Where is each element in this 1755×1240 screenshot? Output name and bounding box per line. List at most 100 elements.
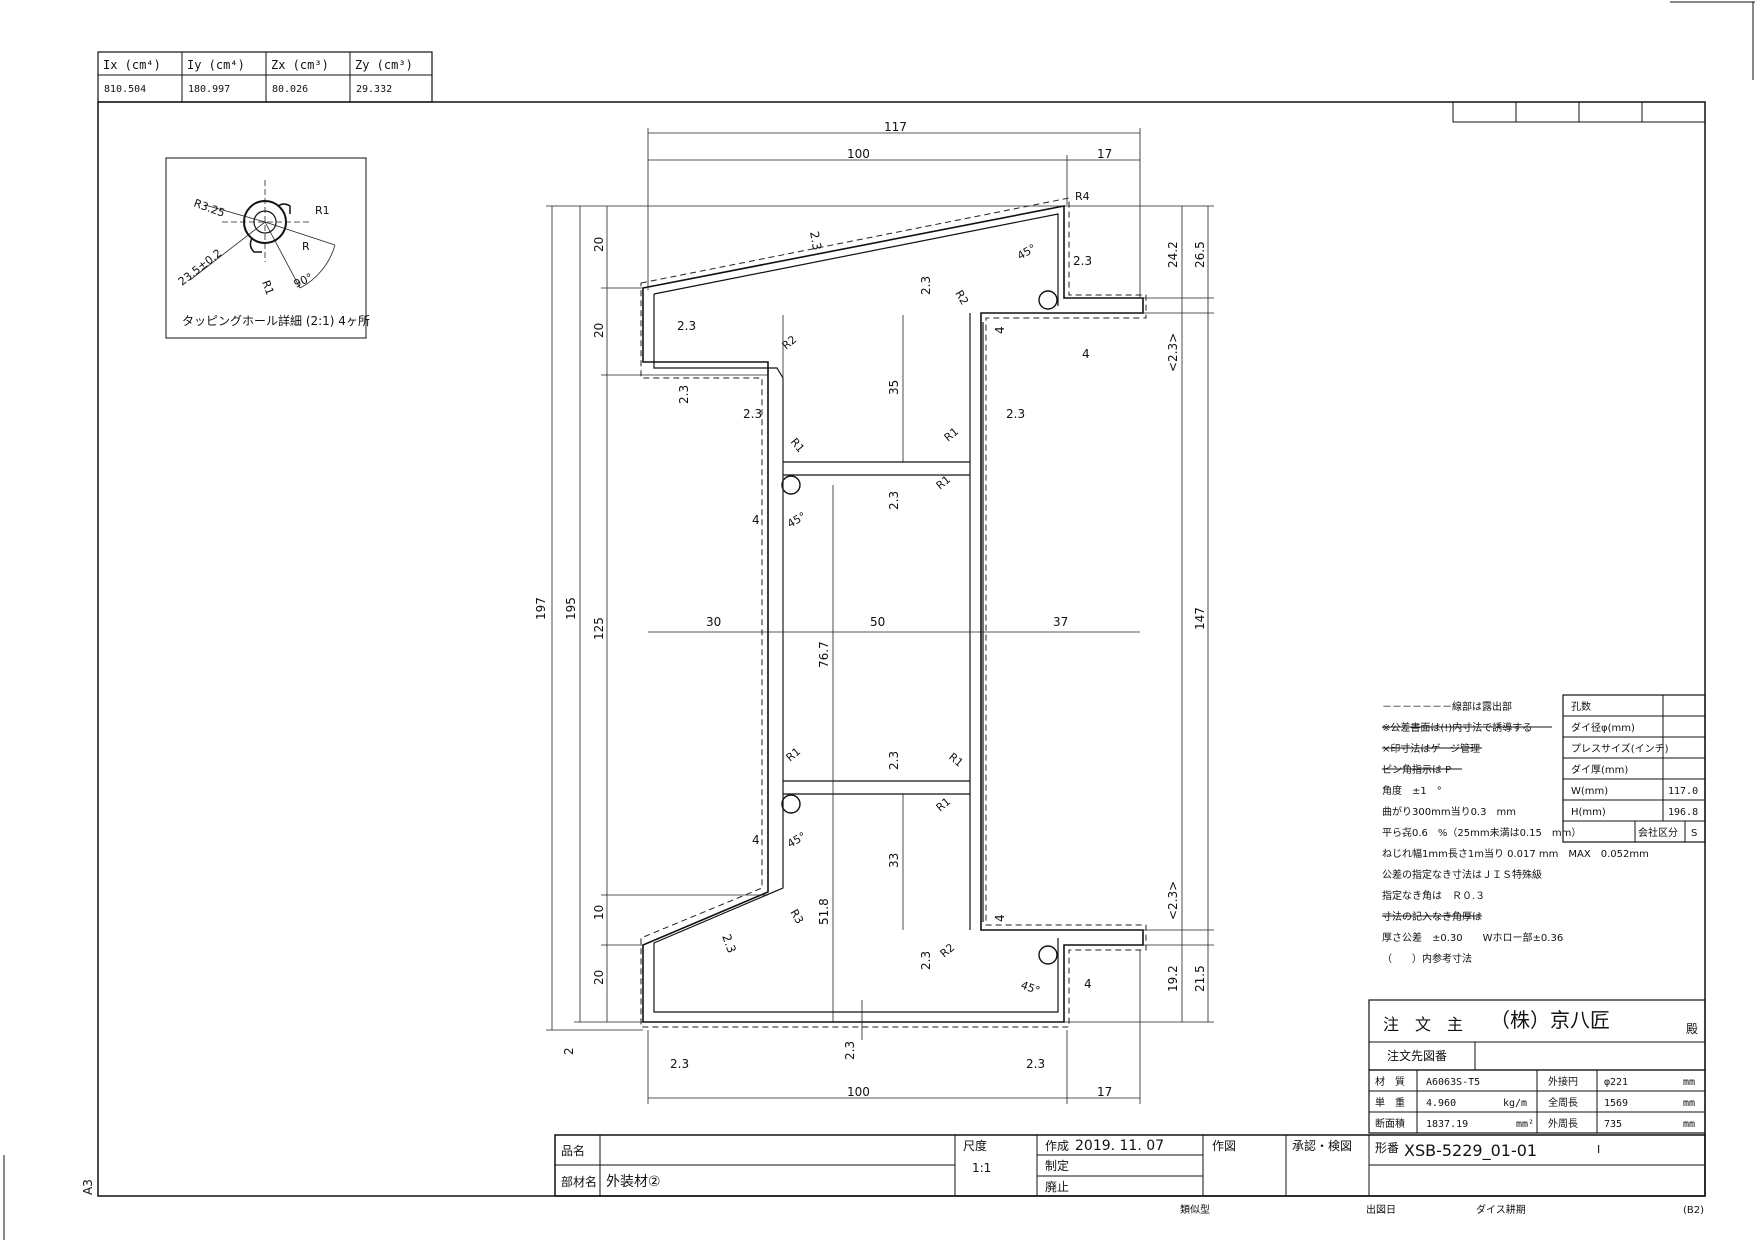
footer-die: ダイス耕期 <box>1476 1203 1526 1216</box>
dim-4: 4 <box>1082 347 1090 361</box>
thk-2-3: 2.3 <box>677 319 696 333</box>
notes-block: －－－－－－－線部は露出部※公差書面は(!)内寸法で誘導する×印寸法はゲージ管理… <box>1382 700 1649 965</box>
model-number: XSB-5229_01-01 <box>1404 1141 1537 1161</box>
screw-boss <box>1038 945 1058 965</box>
prop-value-ix: 810.504 <box>104 84 146 95</box>
area-value: 1837.19 <box>1426 1119 1468 1130</box>
dim-10: 10 <box>592 905 606 920</box>
dim-4: 4 <box>993 914 1007 922</box>
spec-w-label: W(mm) <box>1571 786 1608 797</box>
radius-r2: R2 <box>938 941 958 960</box>
angle-45: 45° <box>1015 242 1038 263</box>
detail-angle: 90° <box>292 271 315 291</box>
thk-2-3: 2.3 <box>677 385 691 404</box>
dim-4: 4 <box>993 326 1007 334</box>
dim-117: 117 <box>884 120 907 134</box>
radius-r1: R1 <box>784 745 804 764</box>
upper-rib <box>783 461 970 476</box>
dim-17-bot: 17 <box>1097 1085 1112 1099</box>
perimeter-label: 全周長 <box>1548 1096 1578 1109</box>
scale-value: 1:1 <box>972 1161 991 1175</box>
detail-caption: タッピングホール詳細 (2:1) 4ヶ所 <box>182 313 370 328</box>
thk-2-3: 2.3 <box>919 951 933 970</box>
radius-r1: R1 <box>788 436 807 456</box>
prop-header-iy: Iy (cm⁴) <box>187 58 245 72</box>
radius-r1: R1 <box>942 425 962 444</box>
item-name-label: 品名 <box>561 1143 585 1158</box>
dim-24-2: 24.2 <box>1166 241 1180 268</box>
spec-press-label: プレスサイズ(インチ) <box>1571 742 1669 755</box>
footer-date: 出図日 <box>1366 1203 1396 1216</box>
thk-2-3: 2.3 <box>1006 407 1025 421</box>
radius-r1: R1 <box>934 795 954 814</box>
material-label: 材 質 <box>1375 1075 1405 1088</box>
revision-boxes <box>1452 101 1706 123</box>
note-line: （ ）内参考寸法 <box>1382 952 1472 965</box>
detail-r1-top: R1 <box>315 204 330 217</box>
dim-33: 33 <box>887 853 901 868</box>
thk-2-3: 2.3 <box>1073 254 1092 268</box>
thk-2-3: 2.3 <box>743 407 762 421</box>
angle-45: 45° <box>785 510 808 531</box>
spec-company-label: 会社区分 <box>1638 826 1678 839</box>
prop-value-zy: 29.332 <box>356 84 392 95</box>
part-name-label: 部材名 <box>561 1174 597 1189</box>
thk-2-3: 2.3 <box>887 751 901 770</box>
dim-147: 147 <box>1193 607 1207 630</box>
prop-header-ix: Ix (cm⁴) <box>103 58 161 72</box>
sheet-size: A3 <box>81 1179 95 1195</box>
abolish-label: 廃止 <box>1045 1179 1069 1194</box>
dim-100-bot: 100 <box>847 1085 870 1099</box>
prop-header-zx: Zx (cm³) <box>271 58 329 72</box>
section-properties-table: Ix (cm⁴) Iy (cm⁴) Zx (cm³) Zy (cm³) 810.… <box>97 51 433 103</box>
outer-perimeter-label: 外周長 <box>1548 1118 1578 1130</box>
dim-26-5: 26.5 <box>1193 241 1207 268</box>
weight-label: 単 重 <box>1375 1096 1405 1109</box>
spec-company-value: S <box>1691 828 1697 839</box>
screw-boss <box>1038 290 1058 310</box>
dim-19-2: 19.2 <box>1166 965 1180 992</box>
thk-2-3: 2.3 <box>919 276 933 295</box>
thk-2-3: 2.3 <box>670 1057 689 1071</box>
profile-outer <box>642 205 1144 1023</box>
screw-boss <box>781 794 801 814</box>
created-date: 2019. 11. 07 <box>1075 1138 1164 1154</box>
detail-r325: R3.25 <box>192 197 227 220</box>
thk-2-3: 2.3 <box>887 491 901 510</box>
dimension-texts: 117 100 17 197 195 125 20 20 10 20 24.2 … <box>534 120 1207 1099</box>
radius-r1: R1 <box>946 750 966 769</box>
dim-2: 2 <box>562 1047 576 1055</box>
note-line: ねじれ幅1mm長さ1m当り 0.017 mm MAX 0.052mm <box>1382 847 1649 860</box>
dim-4: 4 <box>752 833 760 847</box>
customer-honorific: 殿 <box>1686 1022 1698 1036</box>
detail-r1-bot: R1 <box>259 279 276 297</box>
set-label: 制定 <box>1045 1158 1069 1173</box>
title-block: 注 文 主 （株）京八匠 殿 注文先図番 材 質 A6063S-T5 外接円 φ… <box>554 999 1706 1197</box>
spec-table: 孔数 ダイ径φ(mm) プレスサイズ(インチ) ダイ厚(mm) W(mm) 11… <box>1562 694 1706 843</box>
prop-header-zy: Zy (cm³) <box>355 58 413 72</box>
dim-20-a: 20 <box>592 237 606 252</box>
dim-30: 30 <box>706 615 721 629</box>
material-value: A6063S-T5 <box>1426 1077 1480 1088</box>
spec-holes-label: 孔数 <box>1571 700 1591 713</box>
note-line: 角度 ±1 ° <box>1382 784 1442 797</box>
dim-2-3-paren-bot: <2.3> <box>1166 881 1180 920</box>
prop-value-zx: 80.026 <box>272 84 308 95</box>
perimeter-unit: mm <box>1683 1098 1695 1109</box>
dim-21-5: 21.5 <box>1193 965 1207 992</box>
dim-51-8: 51.8 <box>817 898 831 925</box>
dim-4: 4 <box>752 513 760 527</box>
dim-197: 197 <box>534 597 548 620</box>
note-line: 指定なき角は Ｒ０.３ <box>1382 889 1485 902</box>
model-revision: I <box>1597 1143 1600 1156</box>
approve-label: 承認・検図 <box>1292 1138 1352 1153</box>
customer-label: 注 文 主 <box>1383 1015 1463 1034</box>
model-label: 形番 <box>1375 1141 1399 1155</box>
drawn-label: 作図 <box>1212 1139 1236 1153</box>
detail-r: R <box>302 240 310 253</box>
note-line: 平ら㐂0.6 %（25mm未満は0.15 mm） <box>1382 827 1581 839</box>
dest-drawing-label: 注文先図番 <box>1387 1048 1447 1063</box>
dim-125: 125 <box>592 617 606 640</box>
spec-h-value: 196.8 <box>1668 807 1698 818</box>
part-name-value: 外装材② <box>606 1174 661 1190</box>
